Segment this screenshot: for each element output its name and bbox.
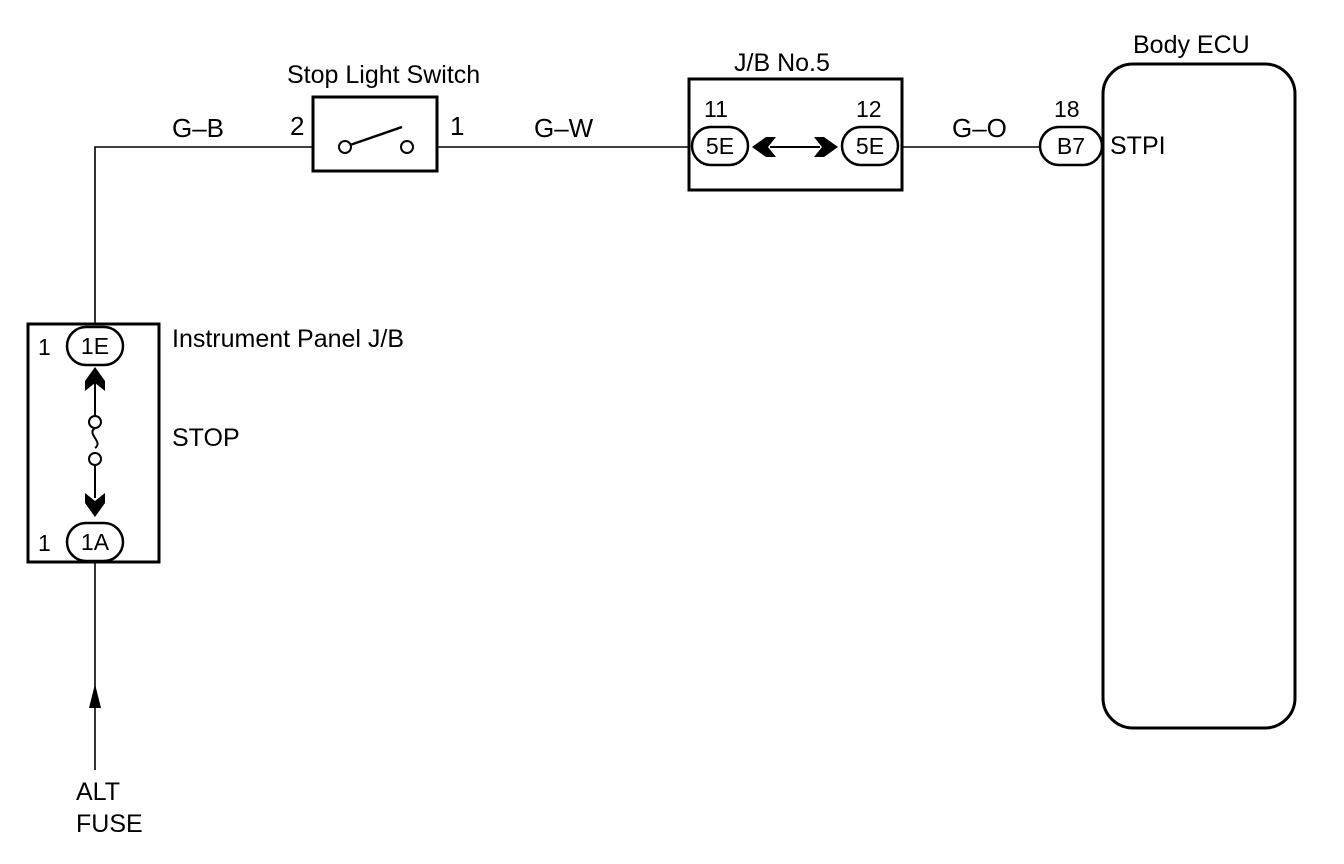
stop-light-switch-pin-2: 2 (290, 111, 304, 141)
fuse-terminal-top (88, 415, 102, 429)
wire-g-b (94, 146, 313, 324)
fuse-icon (91, 427, 99, 449)
stop-light-switch: Stop Light Switch 2 1 (287, 61, 480, 173)
body-ecu-terminal-stpi: STPI (1110, 132, 1166, 160)
switch-blade (349, 125, 403, 147)
chevron-right-icon (814, 137, 838, 157)
source-label-alt: ALT (76, 778, 120, 806)
wire-label-g-w: G–W (534, 113, 594, 143)
jb-no5-pin-11: 11 (704, 96, 728, 122)
chevron-left-icon (752, 137, 776, 157)
stop-light-switch-label: Stop Light Switch (287, 61, 480, 89)
body-ecu-connector-b7 (1038, 125, 1104, 167)
body-ecu-pin-18: 18 (1054, 96, 1080, 122)
instrument-panel-jb-connector-1e (65, 325, 125, 367)
chevron-down-icon (85, 493, 105, 517)
jb-no5-label: J/B No.5 (734, 49, 830, 77)
chevron-up-icon (85, 367, 105, 391)
instrument-panel-jb-connector-1a (65, 521, 125, 563)
junction-block-no5: J/B No.5 11 12 5E 5E (687, 49, 904, 192)
wire-label-g-b: G–B (172, 113, 224, 143)
jb-no5-connector-right (840, 125, 900, 167)
fuse-label-stop: STOP (172, 424, 240, 452)
wires (89, 146, 1040, 770)
stop-light-switch-pin-1: 1 (450, 111, 464, 141)
fuse-terminal-bottom (88, 452, 102, 466)
stop-light-switch-box (311, 95, 439, 173)
jb-no5-pin-12: 12 (856, 96, 882, 122)
instrument-panel-jb-label: Instrument Panel J/B (172, 325, 404, 353)
instrument-panel-jb-connector-1a-label: 1A (81, 529, 110, 555)
switch-contact-left (338, 140, 352, 154)
switch-contact-right (400, 140, 414, 154)
wire-label-g-o: G–O (952, 113, 1007, 143)
jb-no5-connector-right-label: 5E (856, 133, 884, 159)
body-ecu-connector-b7-label: B7 (1057, 133, 1085, 159)
instrument-panel-jb-top-pin: 1 (38, 334, 51, 360)
alt-fuse-arrow-icon (89, 684, 101, 708)
body-ecu-box (1101, 62, 1297, 730)
source-label-fuse: FUSE (76, 810, 143, 838)
jb-no5-connector-left (690, 125, 750, 167)
body-ecu: Body ECU 18 B7 STPI (1038, 31, 1297, 730)
instrument-panel-junction-block: Instrument Panel J/B 1 1E STOP 1 1A (26, 322, 404, 564)
instrument-panel-jb-connector-1e-label: 1E (81, 333, 109, 359)
instrument-panel-jb-bottom-pin: 1 (38, 530, 51, 556)
body-ecu-label: Body ECU (1133, 31, 1250, 59)
jb-no5-connector-left-label: 5E (706, 133, 734, 159)
